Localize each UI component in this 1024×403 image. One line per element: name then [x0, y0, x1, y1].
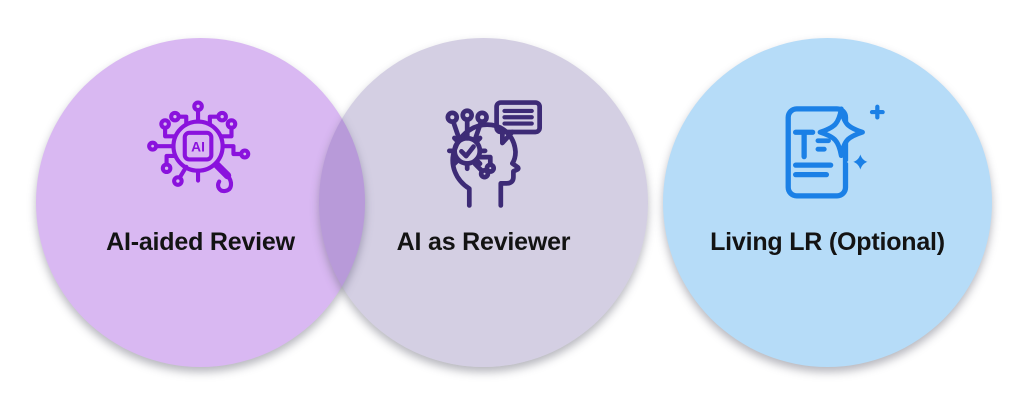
circle-living-lr: Living LR (Optional): [663, 38, 992, 367]
ai-chip-magnifier-icon: AI: [146, 100, 250, 194]
icon-wrap: [767, 94, 889, 214]
circle-label-living-lr: Living LR (Optional): [710, 228, 945, 256]
circle-label-ai-aided-review: AI-aided Review: [106, 228, 295, 256]
icon-wrap: [421, 94, 547, 214]
circle-label-ai-as-reviewer: AI as Reviewer: [396, 228, 571, 256]
icon-wrap: AI: [142, 94, 260, 214]
circle-ai-as-reviewer: AI as Reviewer: [319, 38, 648, 367]
ai-head-gear-speech-icon: [445, 100, 542, 208]
circle-ai-aided-review: AI AI-aided Review: [36, 38, 365, 367]
document-sparkles-icon: [785, 104, 885, 199]
ai-icon-text: AI: [191, 140, 205, 155]
